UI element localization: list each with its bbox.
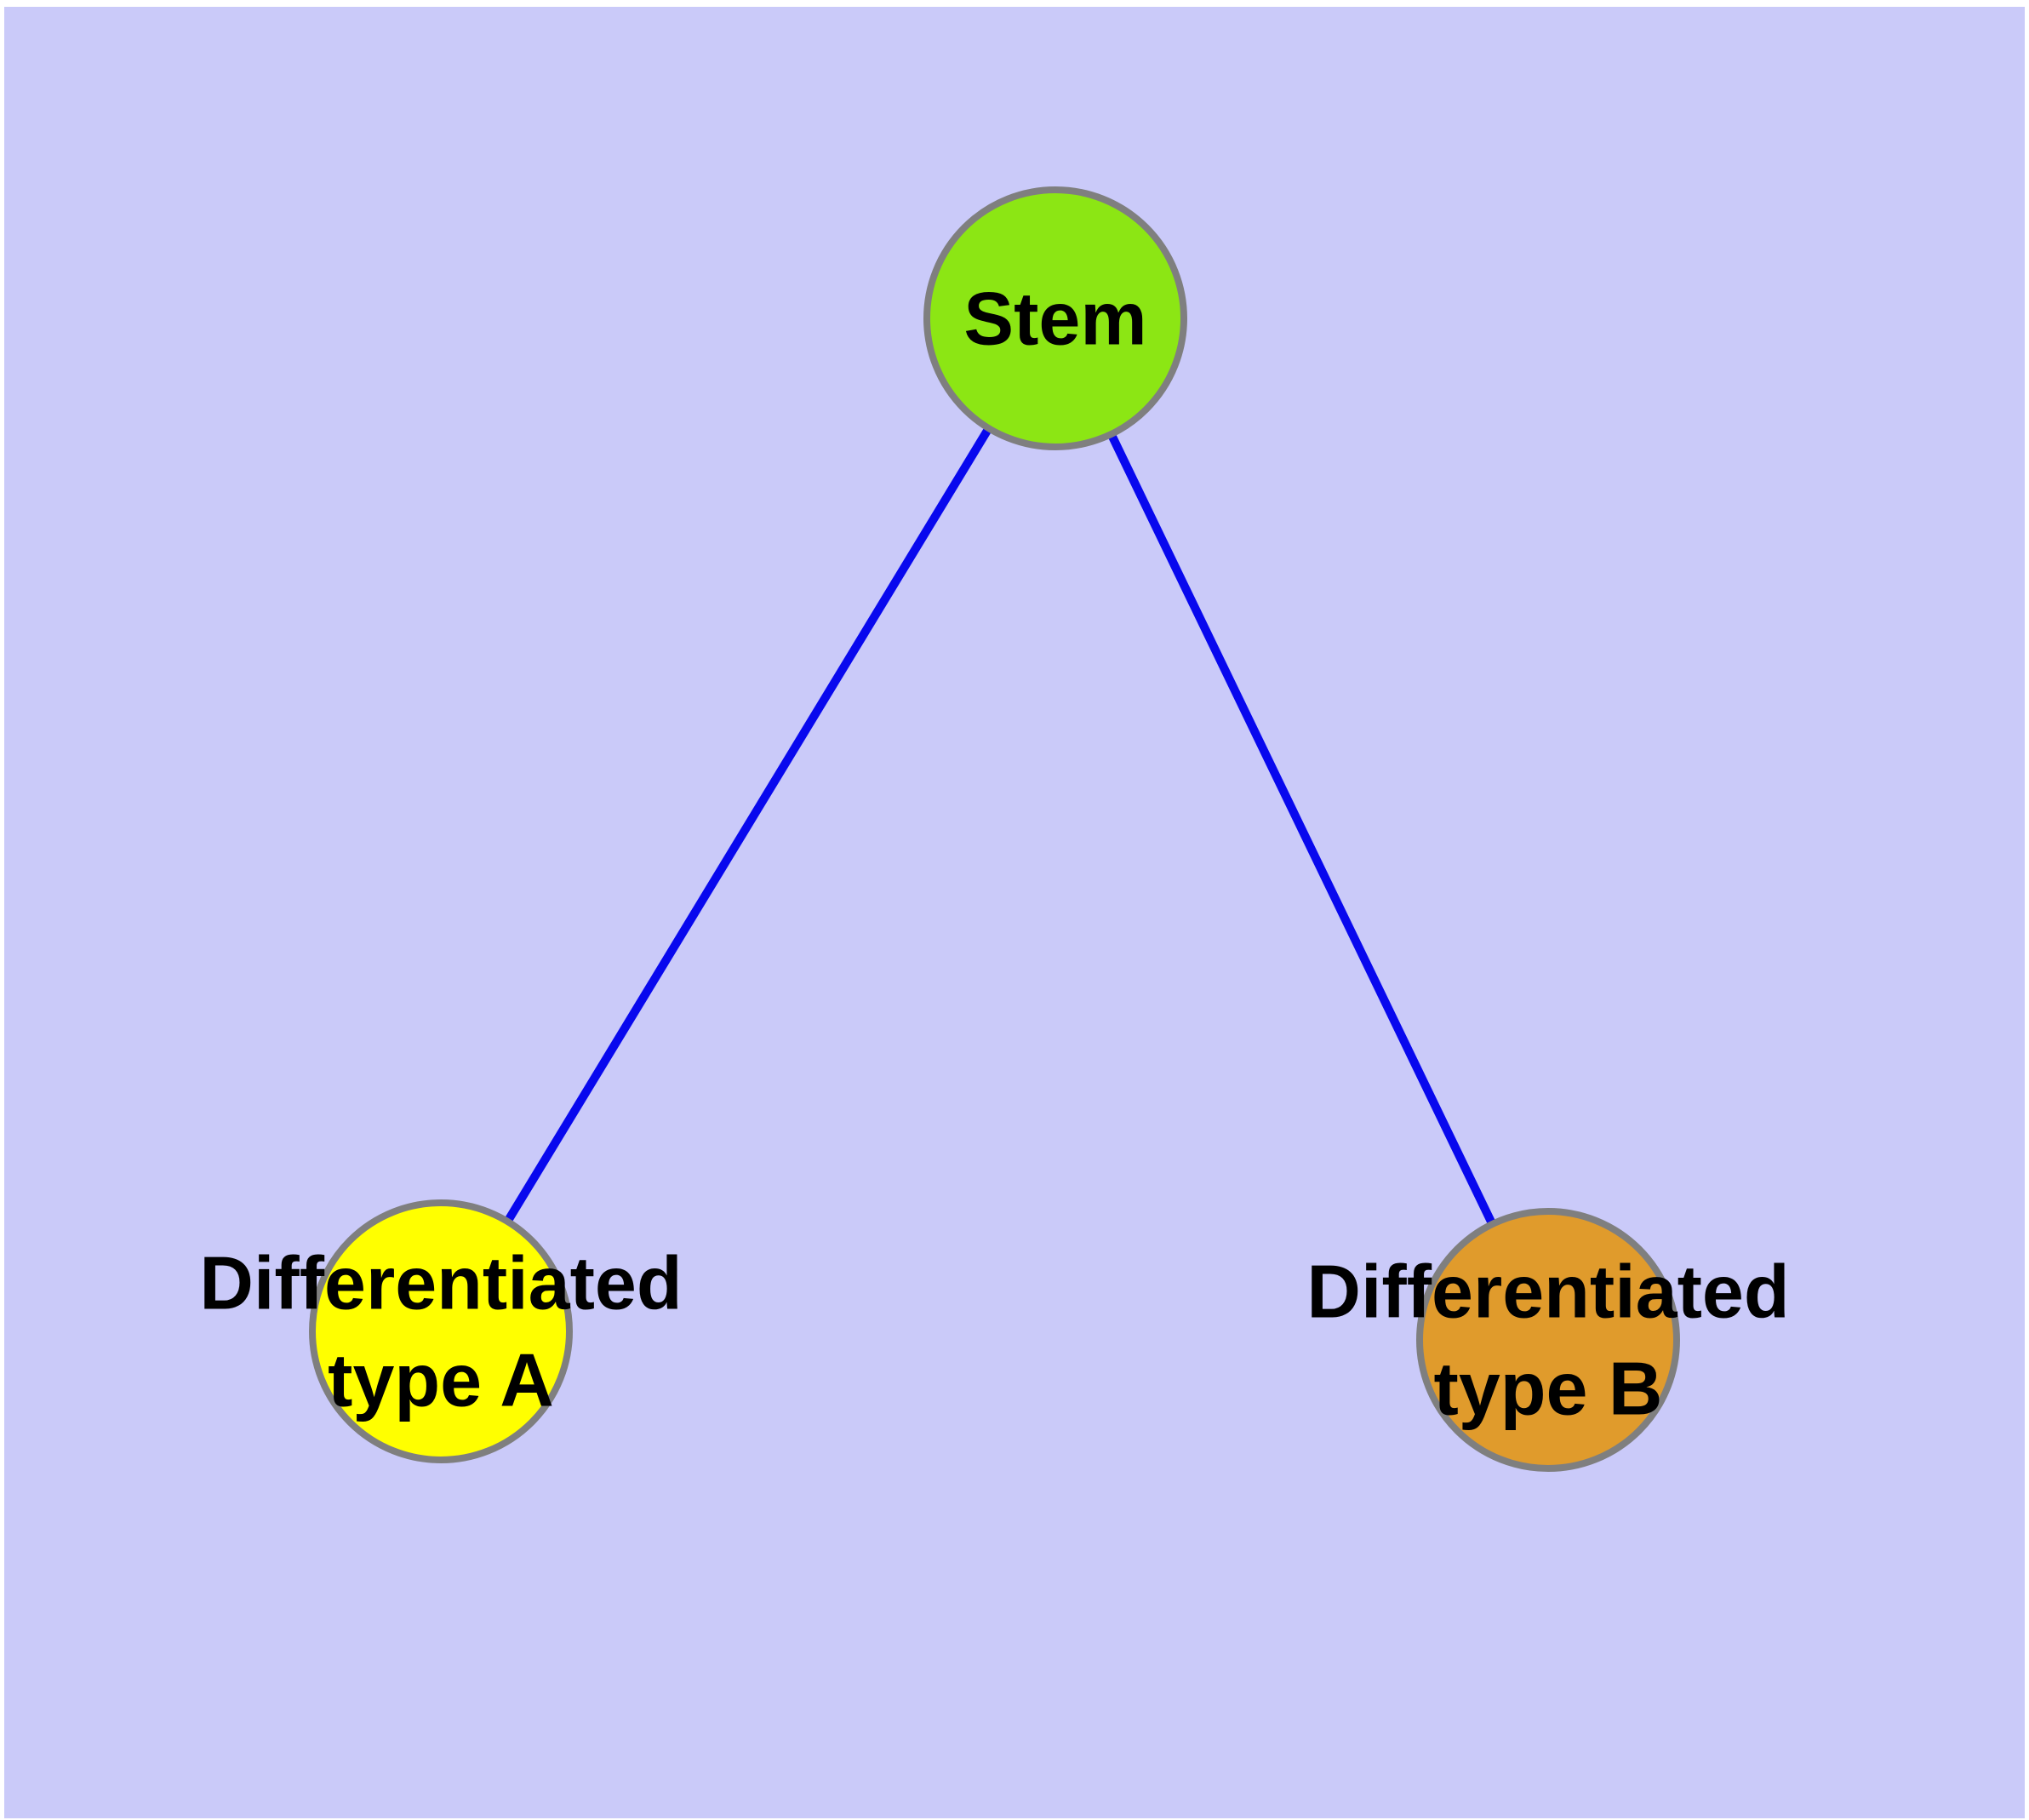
node-diff-b-circle bbox=[1416, 1208, 1680, 1472]
node-diff-b-label: Differentiated type B bbox=[1306, 1250, 1789, 1431]
node-stem-circle bbox=[923, 186, 1187, 450]
node-diff-b-label-line-2: type B bbox=[1434, 1347, 1663, 1431]
edge-stem-to-diff-a bbox=[437, 316, 1060, 1334]
node-stem-label-line-1: Stem bbox=[963, 277, 1146, 361]
node-diff-a-circle bbox=[309, 1199, 573, 1463]
node-stem-label: Stem bbox=[963, 277, 1146, 361]
node-diff-a-label-line-1: Differentiated bbox=[199, 1241, 682, 1325]
node-diff-a-label: Differentiated type A bbox=[199, 1241, 682, 1422]
node-diff-b-label-line-1: Differentiated bbox=[1306, 1250, 1789, 1334]
node-diff-a-label-line-2: type A bbox=[328, 1338, 554, 1422]
edge-stem-to-diff-b bbox=[1051, 316, 1552, 1342]
